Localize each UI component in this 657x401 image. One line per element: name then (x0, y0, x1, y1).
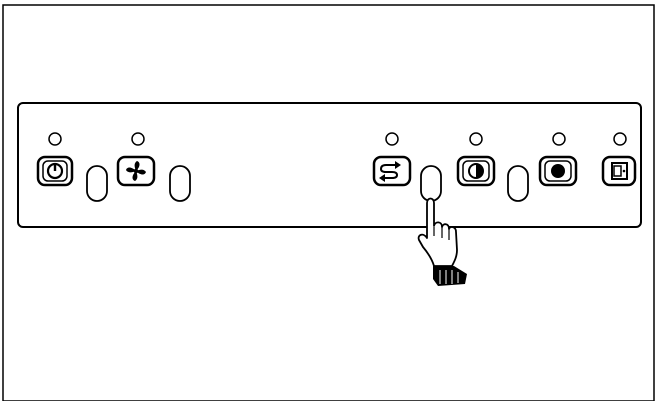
indicator-led-dot (552, 132, 566, 146)
touch-sensor-1[interactable] (86, 165, 108, 202)
swing-arrows-icon (379, 161, 401, 182)
fan-button[interactable] (116, 155, 156, 187)
dot-button[interactable] (538, 155, 578, 187)
half-moon-icon (468, 163, 484, 179)
indicator-led-power (48, 132, 62, 146)
power-button[interactable] (36, 155, 74, 187)
indicator-led-half-moon (469, 132, 483, 146)
power-icon (46, 162, 64, 180)
fan-icon (126, 161, 146, 181)
touch-sensor-3[interactable] (420, 165, 442, 202)
indicator-led-swing (385, 132, 399, 146)
dot-icon (551, 164, 565, 178)
indicator-led-door (613, 132, 627, 146)
half-moon-button[interactable] (456, 155, 496, 187)
door-icon (611, 162, 628, 180)
hand-pointer-icon (417, 197, 467, 286)
indicator-led-fan (131, 132, 145, 146)
touch-sensor-2[interactable] (169, 165, 191, 202)
door-button[interactable] (601, 155, 637, 187)
touch-sensor-4[interactable] (507, 165, 529, 202)
swing-button[interactable] (372, 155, 412, 187)
hand-cuff (433, 266, 467, 286)
